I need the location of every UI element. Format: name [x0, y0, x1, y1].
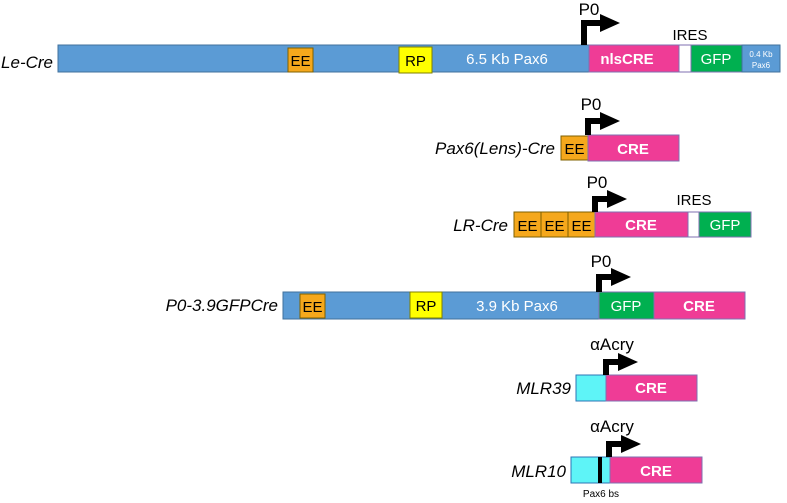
- construct-mlr10: MLR10 CRE Pax6 bs αAcry: [511, 417, 703, 500]
- promoter-arrow-icon: [581, 20, 602, 45]
- ee-label: EE: [290, 53, 310, 70]
- construct-pax6-lens-cre: Pax6(Lens)-Cre EE CRE P0: [435, 95, 680, 162]
- ee-element-1: [513, 211, 542, 238]
- construct-label: Pax6(Lens)-Cre: [435, 139, 555, 158]
- construct-label: MLR39: [516, 379, 571, 398]
- arrowhead-icon: [600, 112, 620, 130]
- gfp-segment: [598, 291, 655, 320]
- ee-element-2: [540, 211, 569, 238]
- promoter-arrow-icon: [606, 441, 623, 457]
- tail-label-2: Pax6: [752, 61, 771, 70]
- promoter-label: P0: [579, 0, 600, 19]
- cre-segment: [587, 134, 680, 162]
- ee-label: EE: [302, 299, 322, 316]
- construct-le-cre: Le-Cre EE RP 6.5 Kb Pax6 nlsCRE GFP 0.4 …: [1, 0, 781, 74]
- rp-label: RP: [416, 298, 437, 315]
- cre-segment: [605, 374, 698, 402]
- arrowhead-icon: [607, 190, 627, 208]
- arrowhead-icon: [621, 435, 641, 453]
- gfp-label: GFP: [701, 51, 732, 68]
- promoter-label: αAcry: [590, 335, 634, 354]
- pax6-label: 6.5 Kb Pax6: [466, 51, 548, 68]
- cre-segment: [609, 456, 703, 484]
- promoter-label: αAcry: [590, 417, 634, 436]
- arrowhead-icon: [618, 353, 638, 371]
- rp-element: [409, 291, 443, 319]
- gfp-label: GFP: [710, 217, 741, 234]
- construct-mlr39: MLR39 CRE αAcry: [516, 335, 698, 402]
- cre-label: CRE: [617, 141, 649, 158]
- cre-segment: [594, 211, 689, 238]
- pax6-label: 3.9 Kb Pax6: [476, 298, 558, 315]
- ires-label: IRES: [672, 27, 707, 44]
- arrowhead-icon: [600, 14, 620, 32]
- nlscre-label: nlsCRE: [600, 51, 653, 68]
- pax6-binding-site-marker: [598, 457, 602, 483]
- rp-element: [398, 46, 433, 74]
- promoter-arrow-icon: [603, 359, 620, 375]
- promoter-label: P0: [587, 173, 608, 192]
- alpha-a-crystallin-promoter-segment: [570, 456, 611, 484]
- alpha-a-crystallin-promoter-segment: [575, 374, 607, 402]
- ires-segment: [678, 44, 692, 73]
- ires-segment: [687, 211, 700, 238]
- ee-label-3: EE: [571, 218, 591, 235]
- ee-element: [299, 293, 326, 319]
- pax6-6.5kb-segment: [57, 44, 590, 73]
- construct-label: Le-Cre: [1, 53, 53, 72]
- construct-p0-gfpcre: P0-3.9GFPCre EE RP 3.9 Kb Pax6 GFP CRE P…: [166, 252, 746, 320]
- promoter-label: P0: [591, 252, 612, 271]
- construct-label: MLR10: [511, 462, 566, 481]
- cre-label: CRE: [635, 380, 667, 397]
- gfp-label: GFP: [611, 298, 642, 315]
- ee-element: [287, 47, 314, 73]
- pax6-0.4kb-segment: [741, 44, 781, 73]
- gfp-segment: [690, 44, 743, 73]
- rp-label: RP: [405, 53, 426, 70]
- cre-label: CRE: [640, 463, 672, 480]
- construct-label: LR-Cre: [453, 216, 508, 235]
- promoter-arrow-icon: [585, 118, 602, 135]
- cre-label: CRE: [625, 217, 657, 234]
- promoter-arrow-icon: [592, 196, 609, 212]
- promoter-arrow-icon: [596, 274, 613, 292]
- ee-element: [560, 135, 589, 161]
- ee-label-2: EE: [544, 218, 564, 235]
- ee-label-1: EE: [517, 218, 537, 235]
- ires-label: IRES: [676, 192, 711, 209]
- arrowhead-icon: [611, 268, 631, 286]
- construct-label: P0-3.9GFPCre: [166, 296, 278, 315]
- promoter-label: P0: [581, 95, 602, 114]
- pax6-bs-label: Pax6 bs: [583, 489, 619, 500]
- tail-label-1: 0.4 Kb: [749, 50, 773, 59]
- cre-segment: [653, 291, 746, 320]
- construct-lr-cre: LR-Cre EE EE EE CRE GFP IRES P0: [453, 173, 752, 238]
- gfp-segment: [698, 211, 752, 238]
- ee-label: EE: [564, 141, 584, 158]
- cre-label: CRE: [683, 298, 715, 315]
